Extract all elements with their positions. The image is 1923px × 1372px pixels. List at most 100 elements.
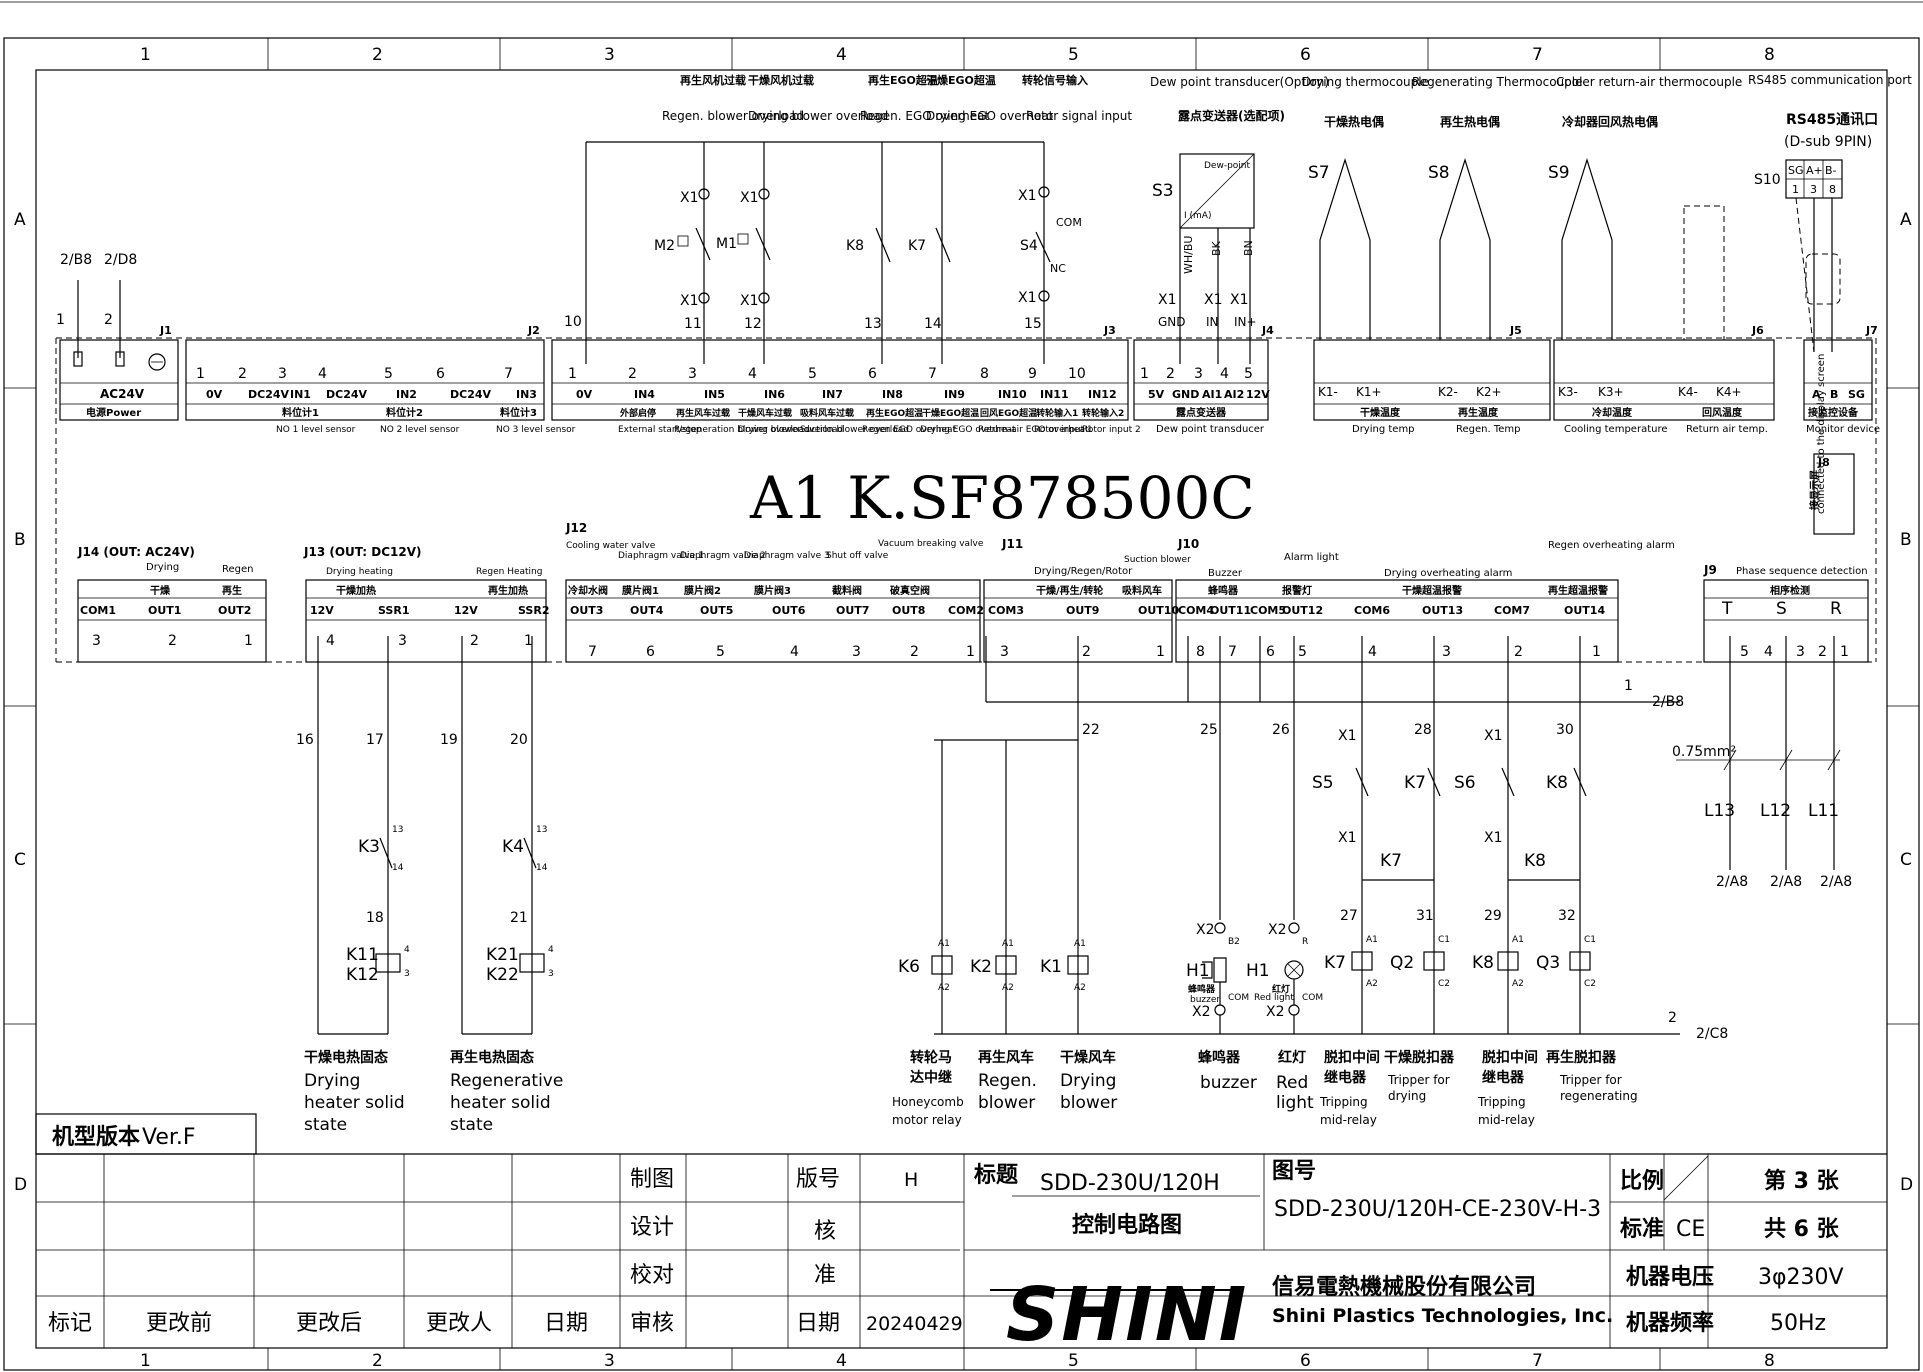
s5-x1-bottom: X1 bbox=[1338, 830, 1357, 846]
version-value: Ver.F bbox=[142, 1125, 196, 1150]
j12-out4: OUT4 bbox=[630, 604, 664, 617]
tb-changer: 更改人 bbox=[426, 1311, 492, 1336]
j6-cap2-en: Return air temp. bbox=[1686, 424, 1768, 435]
j10-pin-8: 8 bbox=[1196, 644, 1205, 660]
j1-pin-1: 1 bbox=[56, 312, 65, 328]
connector-j11: J11 Drying/Regen/Rotor Suction blower 干燥… bbox=[983, 537, 1191, 663]
tb-standard: CE bbox=[1676, 1217, 1705, 1242]
connector-j2: J2 1 2 3 4 5 6 7 0V DC24V IN1 DC24V IN2 … bbox=[185, 324, 576, 435]
j3-pin-4: 4 bbox=[748, 366, 757, 382]
j12-head-3-cn: 膜片阀2 bbox=[684, 584, 721, 597]
j13-head-2-cn: 再生加热 bbox=[488, 584, 528, 597]
j3-label-in7: IN7 bbox=[822, 388, 843, 401]
relay-k6-en: Honeycomb bbox=[892, 1095, 964, 1109]
buzzer-small-en: buzzer bbox=[1190, 995, 1220, 1005]
x1-label-b3: X1 bbox=[1018, 290, 1037, 306]
j9-l13: L13 bbox=[1704, 801, 1735, 821]
j3-pin-8: 8 bbox=[980, 366, 989, 382]
alarm-wire-27: 27 bbox=[1340, 908, 1358, 924]
j2-pin-1: 1 bbox=[196, 366, 205, 382]
j1-label: J1 bbox=[159, 324, 172, 337]
j2-pin-3: 3 bbox=[278, 366, 287, 382]
j3-pin-6: 6 bbox=[868, 366, 877, 382]
j9-pin-1: 1 bbox=[1840, 644, 1849, 660]
x1-label-b2: X1 bbox=[740, 293, 759, 309]
j3-pin-3: 3 bbox=[688, 366, 697, 382]
buzzer-dev: H1 bbox=[1186, 961, 1210, 981]
j7-label: J7 bbox=[1865, 324, 1878, 337]
input-4-dev: K7 bbox=[908, 238, 926, 254]
j9-pin-5: 5 bbox=[1740, 644, 1749, 660]
j5-cap2-en: Regen. Temp bbox=[1456, 424, 1521, 435]
grid-col-7-bottom: 7 bbox=[1532, 1351, 1543, 1371]
tb-drawing-no: SDD-230U/120H-CE-230V-H-3 bbox=[1274, 1197, 1601, 1222]
board-model-code: A1 K.SF878500C bbox=[749, 464, 1255, 532]
j13-pin-2: 2 bbox=[470, 633, 479, 649]
regen-heater-cn: 再生电热固态 bbox=[450, 1049, 534, 1066]
j3-label-in9: IN9 bbox=[944, 388, 965, 401]
j3-group-6-cn: 干燥EGO超温 bbox=[922, 407, 979, 419]
j10-out14: OUT14 bbox=[1564, 604, 1605, 617]
light-dev: H1 bbox=[1246, 961, 1270, 981]
regen-heater-en-1: Regenerative bbox=[450, 1071, 563, 1091]
j2-group-3-cn: 料位计3 bbox=[500, 406, 537, 419]
tb-sheet: 第 3 张 bbox=[1764, 1168, 1840, 1194]
q2-c2: C2 bbox=[1438, 979, 1450, 989]
grid-col-1: 1 bbox=[140, 45, 151, 65]
j6-k3-plus: K3+ bbox=[1598, 385, 1624, 399]
j13-pin-1: 1 bbox=[524, 633, 533, 649]
top-input-3-cn: 再生EGO超温 bbox=[868, 73, 938, 87]
grid-row-a-right: A bbox=[1900, 210, 1912, 230]
j2-pin-2: 2 bbox=[238, 366, 247, 382]
j10-head-1-en: Buzzer bbox=[1208, 568, 1243, 579]
j3-group-2-cn: 再生风车过载 bbox=[676, 407, 730, 419]
x1-label-a3: X1 bbox=[1018, 188, 1037, 204]
tripper-regen-cn: 再生脱扣器 bbox=[1546, 1049, 1617, 1066]
relay-k6-en-2: motor relay bbox=[892, 1113, 962, 1127]
j5-k2-plus: K2+ bbox=[1476, 385, 1502, 399]
connector-j13: J13 (OUT: DC12V) Drying heating Regen He… bbox=[303, 545, 549, 663]
tc3-dev: S9 bbox=[1548, 163, 1570, 183]
j11-head-1-en: Drying/Regen/Rotor bbox=[1034, 566, 1133, 577]
j9-ref-1: 2/A8 bbox=[1716, 874, 1748, 890]
j12-head-4-cn: 膜片阀3 bbox=[754, 584, 791, 597]
j1-caption: 电源Power bbox=[86, 406, 141, 419]
connector-j3: J3 1 2 3 4 5 6 7 8 9 10 0V IN4 IN5 IN6 I… bbox=[551, 324, 1141, 435]
j12-head-6-en: Vacuum breaking valve bbox=[878, 539, 984, 549]
q2-c1: C1 bbox=[1438, 935, 1450, 945]
j3-group-4-en: Suction blower overload bbox=[800, 425, 909, 435]
tc3-cn: 冷却器回风热电偶 bbox=[1562, 114, 1658, 129]
coil-k8: K8 bbox=[1472, 953, 1494, 973]
j6-cap1-cn: 冷却温度 bbox=[1592, 406, 1633, 419]
j11-head-1-cn: 干燥/再生/转轮 bbox=[1036, 584, 1103, 597]
j6-cap1-en: Cooling temperature bbox=[1564, 424, 1668, 435]
top-input-1-en: Regen. blower overload bbox=[662, 109, 804, 123]
input-2-dev: M1 bbox=[716, 236, 737, 252]
tb-company-en: Shini Plastics Technologies, Inc. bbox=[1272, 1305, 1613, 1327]
k7-a2: A2 bbox=[1366, 979, 1378, 989]
j2-label-dc24v-3: DC24V bbox=[450, 388, 492, 401]
j13-head-1-en: Drying heating bbox=[326, 567, 393, 577]
heater-wire-21: 21 bbox=[510, 910, 528, 926]
j2-label-dc24v-2: DC24V bbox=[326, 388, 368, 401]
heater-wire-16: 16 bbox=[296, 732, 314, 748]
j2-pin-4: 4 bbox=[318, 366, 327, 382]
j6-cap2-cn: 回风温度 bbox=[1702, 406, 1743, 419]
j14-title: J14 (OUT: AC24V) bbox=[77, 545, 195, 559]
j3-label: J3 bbox=[1103, 324, 1116, 337]
j9-ref-2: 2/A8 bbox=[1770, 874, 1802, 890]
j12-out5: OUT5 bbox=[700, 604, 733, 617]
j6-k3-minus: K3- bbox=[1558, 385, 1578, 399]
tb-role-draw: 制图 bbox=[630, 1167, 674, 1192]
power-ref-2: 2/D8 bbox=[104, 252, 137, 268]
j12-head-2-en: Diaphragm valve 1 bbox=[618, 551, 704, 561]
heater-k11-3: 3 bbox=[404, 969, 410, 979]
bus-bottom-num: 2 bbox=[1668, 1010, 1677, 1026]
trip-relay-1-cn-1: 脱扣中间 bbox=[1324, 1049, 1380, 1066]
dew-wire-2: BK bbox=[1210, 240, 1223, 256]
wire-10: 10 bbox=[564, 314, 582, 330]
j3-group-7-cn: 回风EGO超温 bbox=[980, 407, 1037, 419]
rs485-num-1: 1 bbox=[1792, 183, 1799, 196]
trip-relay-1-en-2: mid-relay bbox=[1320, 1113, 1377, 1127]
